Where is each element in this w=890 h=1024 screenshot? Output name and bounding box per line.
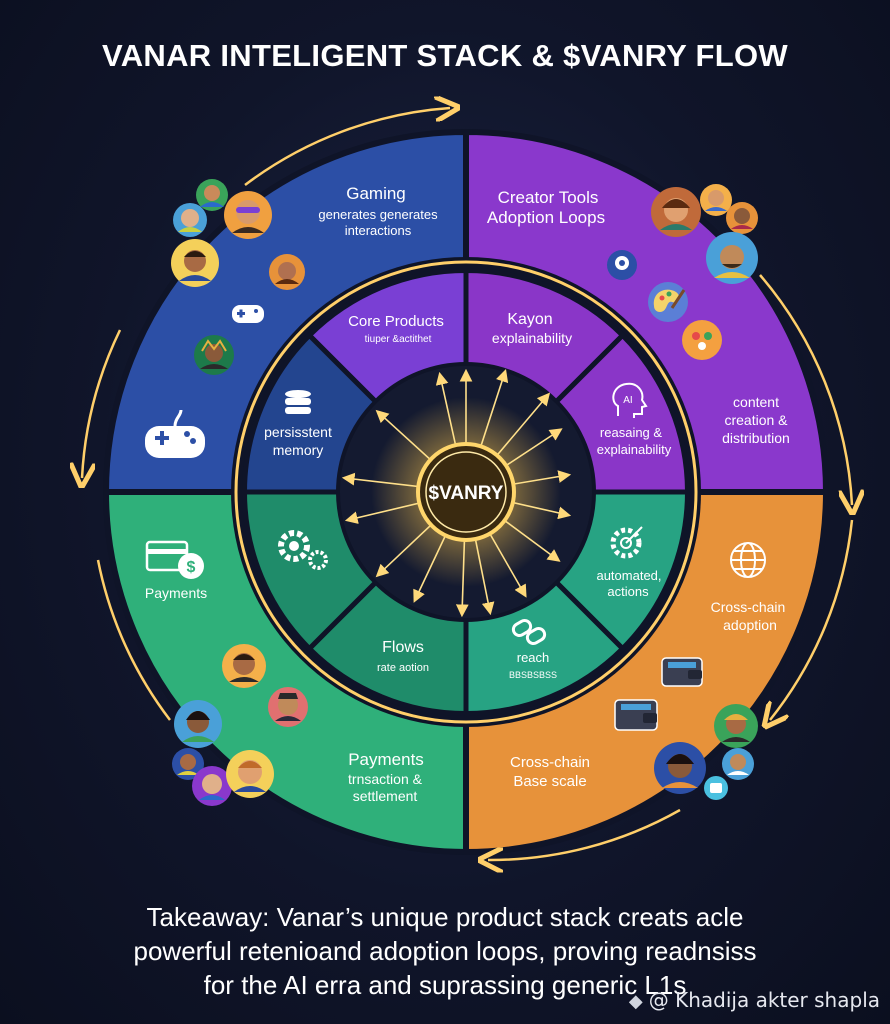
kayon-sub: explainability xyxy=(492,330,572,346)
avatar xyxy=(173,203,207,237)
avatar xyxy=(224,191,272,239)
avatar xyxy=(706,232,758,284)
avatar xyxy=(682,320,722,360)
creator-title1: Creator Tools xyxy=(498,188,599,207)
takeaway-line1: Takeaway: Vanar’s unique product stack c… xyxy=(130,900,760,934)
reach-title: reach xyxy=(517,650,550,665)
wallet-icon xyxy=(662,658,702,686)
vanry-label: $VANRY xyxy=(429,483,504,504)
avatar xyxy=(268,687,308,727)
avatar xyxy=(704,776,728,800)
memory-line2: memory xyxy=(273,442,324,458)
avatar xyxy=(722,748,754,780)
flows-sub: rate aotion xyxy=(377,662,429,674)
binance-logo-icon: ◆ xyxy=(629,991,643,1012)
core-products-title: Core Products xyxy=(348,313,444,330)
creator-title2: Adoption Loops xyxy=(487,208,605,227)
avatar xyxy=(651,187,701,237)
author-credit: ◆ @ Khadija akter shapla xyxy=(629,988,880,1012)
flows-title: Flows xyxy=(382,639,424,656)
automated-line2: actions xyxy=(607,584,649,599)
avatar xyxy=(654,742,706,794)
gamepad-small-icon xyxy=(232,305,264,323)
takeaway-text: Takeaway: Vanar’s unique product stack c… xyxy=(130,900,760,1002)
gaming-line1: generates generates xyxy=(318,207,438,222)
author-credit-text: @ Khadija akter shapla xyxy=(649,988,880,1012)
kayon-title: Kayon xyxy=(507,311,552,328)
avatar xyxy=(192,766,232,806)
ai-head-text: AI xyxy=(623,395,632,406)
reasoning-line2: explainability xyxy=(597,442,672,457)
palette-icon xyxy=(648,282,688,322)
reasoning-line1: reasaing & xyxy=(600,425,662,440)
avatar xyxy=(171,239,219,287)
avatar xyxy=(194,335,234,375)
avatar xyxy=(607,250,637,280)
wallet-icon-2 xyxy=(615,700,657,730)
content-line3: distribution xyxy=(722,430,790,446)
gaming-line2: interactions xyxy=(345,223,412,238)
avatar xyxy=(726,202,758,234)
avatar xyxy=(700,184,732,216)
payments-line1: trnsaction & xyxy=(348,771,423,787)
crosschain-right-line1: Cross-chain xyxy=(711,599,786,615)
crosschain-base-line1: Cross-chain xyxy=(510,754,590,771)
takeaway-line2: powerful retenioand adoption loops, prov… xyxy=(130,934,760,968)
gaming-title: Gaming xyxy=(346,184,406,203)
payments-left-label: Payments xyxy=(145,585,207,601)
crosschain-base-line2: Base scale xyxy=(513,773,586,790)
core-products-sub: tiuper &actithet xyxy=(365,334,432,345)
avatar xyxy=(174,700,222,748)
avatar xyxy=(269,254,305,290)
reach-sub: BBSBSBSS xyxy=(509,670,557,680)
payments-title: Payments xyxy=(348,750,424,769)
content-line1: content xyxy=(733,394,779,410)
dollar-glyph: $ xyxy=(187,559,196,576)
avatar xyxy=(714,704,758,748)
crosschain-right-line2: adoption xyxy=(723,617,777,633)
stack-diagram: $VANRY Gaming generates generates intera… xyxy=(0,0,890,900)
content-line2: creation & xyxy=(724,412,788,428)
memory-line1: persisstent xyxy=(264,424,332,440)
database-icon xyxy=(285,390,311,414)
avatar xyxy=(196,179,228,211)
avatar xyxy=(226,750,274,798)
avatar xyxy=(222,644,266,688)
automated-line1: automated, xyxy=(596,568,661,583)
payments-line2: settlement xyxy=(353,788,418,804)
